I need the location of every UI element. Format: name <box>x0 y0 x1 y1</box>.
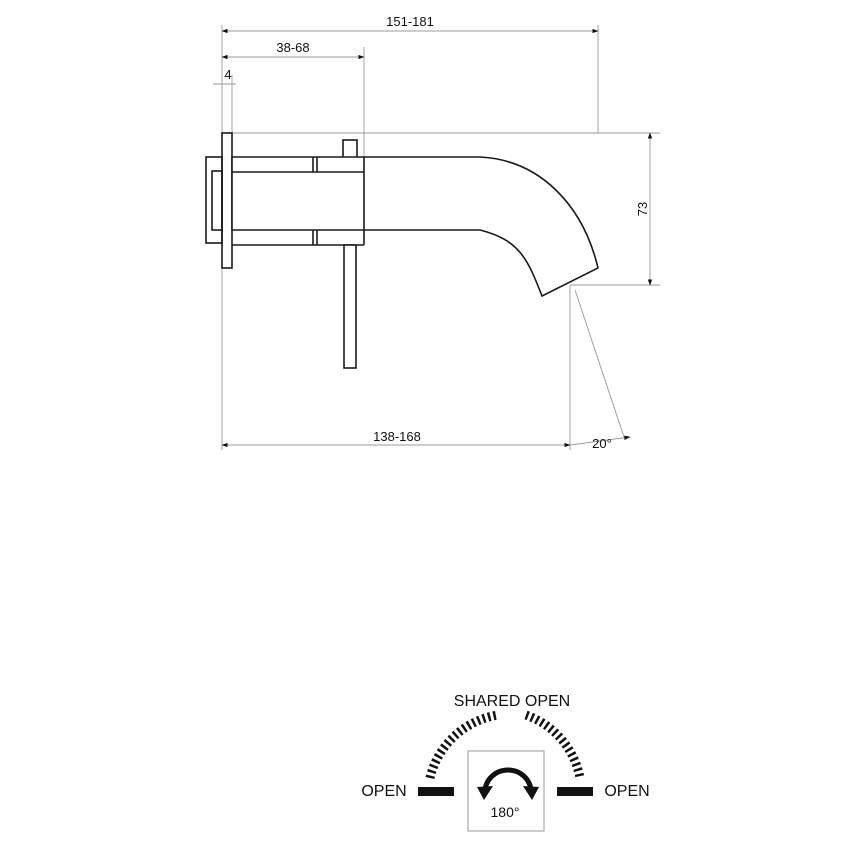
right-open-label: OPEN <box>604 783 649 800</box>
handle-lever <box>343 244 357 369</box>
left-open-label: OPEN <box>361 783 406 800</box>
rotation-diagram <box>418 710 593 832</box>
faucet-body <box>205 132 599 369</box>
shared-open-label: SHARED OPEN <box>454 693 570 710</box>
spout <box>231 156 599 298</box>
left-arc-dashes <box>425 710 499 780</box>
dim-outlet-angle: 20° <box>592 436 612 451</box>
wall-plate <box>221 132 233 269</box>
dim-plate-thickness: 4 <box>224 67 231 82</box>
lever-cap <box>342 139 358 160</box>
rotation-arrow-icon <box>482 767 534 793</box>
dim-wall-to-outlet: 138-168 <box>373 429 421 444</box>
dim-height: 73 <box>635 202 650 216</box>
dim-lever-offset: 38-68 <box>276 40 309 55</box>
right-open-bar <box>557 787 593 796</box>
dimension-lines <box>213 25 660 450</box>
left-open-bar <box>418 787 454 796</box>
right-arc-dashes <box>524 710 585 779</box>
dim-overall-length: 151-181 <box>386 14 434 29</box>
rotation-angle-label: 180° <box>491 804 520 820</box>
